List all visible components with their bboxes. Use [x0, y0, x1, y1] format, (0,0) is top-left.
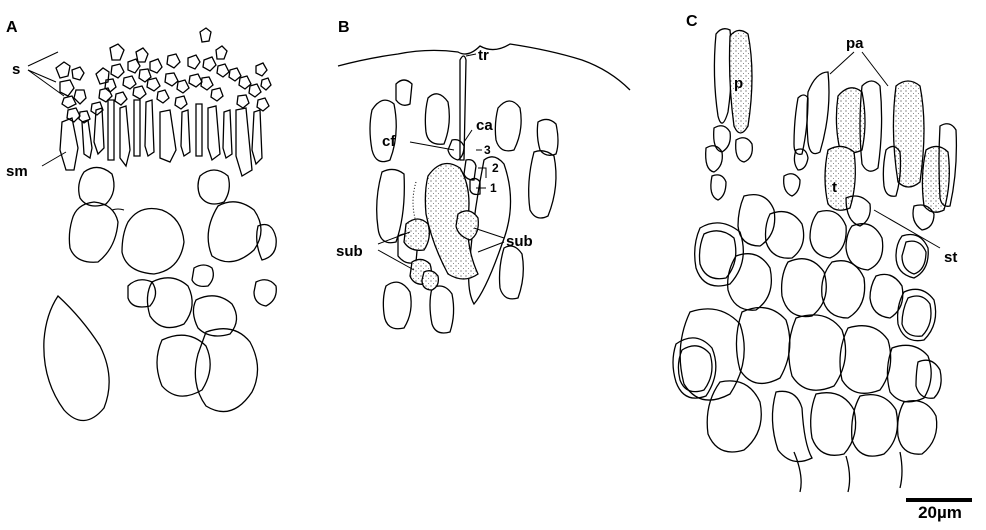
sub-left-leader-2 — [378, 250, 414, 270]
label-cf: cf — [382, 133, 396, 150]
label-sm: sm — [6, 163, 28, 180]
label-pa: pa — [846, 35, 864, 52]
label-sub-left: sub — [336, 243, 363, 260]
pa-leader-1 — [830, 52, 854, 74]
scale-bar-label: 20µm — [906, 503, 974, 523]
panel-c-letter: C — [686, 13, 698, 30]
label-ca: ca — [476, 117, 493, 134]
panel-b: B tr c — [336, 19, 630, 333]
panel-a-large-cells — [44, 167, 276, 420]
pa-leader-2 — [862, 52, 888, 86]
panel-a-letter: A — [6, 19, 18, 36]
panel-c-lower-cells — [673, 195, 941, 492]
s-leader-1 — [28, 52, 58, 66]
sub-right-leader-1 — [474, 228, 504, 238]
panel-c-upper-cells — [706, 29, 957, 230]
label-st: st — [944, 249, 957, 266]
panel-a-small-cells — [56, 28, 271, 123]
label-2: 2 — [492, 161, 499, 175]
panel-a-elongated-cells — [60, 100, 262, 176]
panel-a: A — [6, 19, 276, 421]
label-1: 1 — [490, 181, 497, 195]
label-t: t — [832, 179, 837, 196]
panel-c: C — [673, 13, 957, 492]
panel-b-cells — [370, 80, 558, 333]
label-sub-right: sub — [506, 233, 533, 250]
label-s: s — [12, 61, 20, 78]
cf-leader — [410, 142, 454, 150]
scale-bar — [906, 498, 972, 502]
panel-b-letter: B — [338, 19, 350, 36]
label-3: 3 — [484, 143, 491, 157]
label-p: p — [734, 75, 743, 92]
label-tr: tr — [478, 47, 489, 64]
